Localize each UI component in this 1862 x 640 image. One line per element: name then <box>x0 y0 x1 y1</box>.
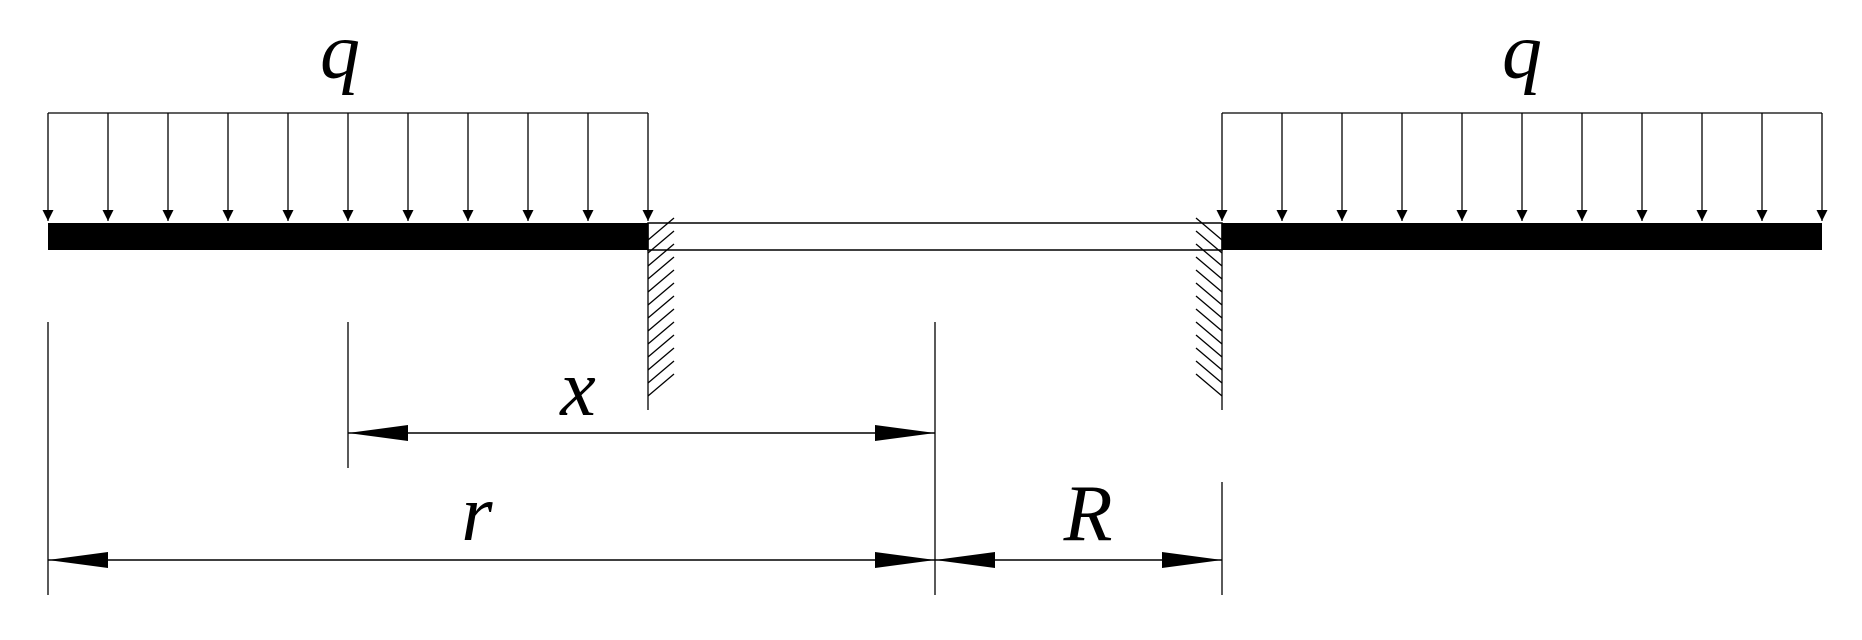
distributed-load-right <box>1216 112 1828 221</box>
support-hatch <box>1195 334 1223 358</box>
dimension-R: R <box>935 470 1222 568</box>
support-hatch <box>647 295 675 319</box>
support-hatch <box>647 347 675 371</box>
distributed-load-left <box>42 112 654 221</box>
support-hatch <box>1195 347 1223 371</box>
dimension-x: x <box>348 345 935 441</box>
support-hatch <box>647 256 675 280</box>
support-hatch <box>647 321 675 345</box>
support-hatch <box>647 243 675 267</box>
dimension-x-label: x <box>559 345 596 433</box>
support-hatch <box>1195 321 1223 345</box>
support-hatch <box>1195 217 1223 241</box>
support-hatch <box>647 230 675 254</box>
loaded-plate-left <box>48 223 648 250</box>
dimension-R-label: R <box>1063 470 1113 558</box>
dimension-r: r <box>48 470 935 568</box>
support-hatch <box>1195 373 1223 397</box>
support-hatch <box>647 334 675 358</box>
support-hatch <box>1195 256 1223 280</box>
support-hatch <box>647 308 675 332</box>
loaded-plate-right <box>1222 223 1822 250</box>
support-hatch <box>1195 282 1223 306</box>
support-hatch <box>647 282 675 306</box>
support-hatch <box>1195 295 1223 319</box>
support-hatch <box>647 360 675 384</box>
support-hatch <box>647 217 675 241</box>
hole-region <box>647 222 1223 251</box>
support-hatch <box>1195 360 1223 384</box>
fixed-support-right <box>1195 217 1223 410</box>
support-hatch <box>1195 243 1223 267</box>
support-hatch <box>1195 269 1223 293</box>
support-hatch <box>1195 230 1223 254</box>
load-label-left: q <box>320 8 360 96</box>
dimension-r-label: r <box>461 470 493 558</box>
fixed-support-left <box>647 217 675 410</box>
support-hatch <box>647 269 675 293</box>
support-hatch <box>1195 308 1223 332</box>
support-hatch <box>647 373 675 397</box>
load-label-right: q <box>1502 8 1542 96</box>
